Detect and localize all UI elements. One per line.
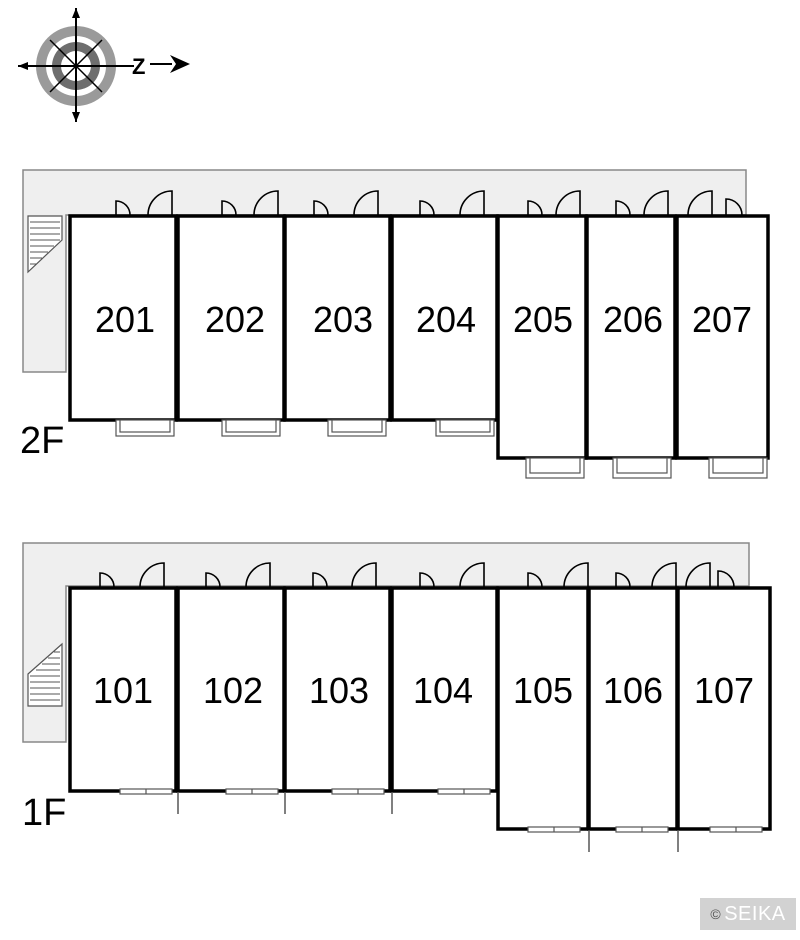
partition-ticks bbox=[177, 792, 679, 852]
door-icons bbox=[99, 562, 735, 588]
unit-label: 102 bbox=[203, 670, 263, 711]
unit-label: 204 bbox=[416, 299, 476, 340]
unit-label: 101 bbox=[93, 670, 153, 711]
door-icons bbox=[115, 190, 743, 216]
unit-label: 202 bbox=[205, 299, 265, 340]
unit-label: 205 bbox=[513, 299, 573, 340]
unit-label: 206 bbox=[603, 299, 663, 340]
north-arrow-icon bbox=[170, 55, 190, 73]
unit-label: 207 bbox=[692, 299, 752, 340]
compass-north-label: Z bbox=[132, 54, 145, 79]
unit-label: 105 bbox=[513, 670, 573, 711]
unit-label: 201 bbox=[95, 299, 155, 340]
floor-label: 2F bbox=[20, 420, 64, 462]
unit-101 bbox=[68, 586, 178, 793]
stairs-icon bbox=[27, 215, 63, 274]
copyright-badge: © SEIKA bbox=[700, 898, 796, 930]
compass-icon: Z bbox=[18, 8, 190, 122]
unit-107 bbox=[676, 586, 772, 831]
unit-201 bbox=[68, 214, 178, 422]
unit-label: 107 bbox=[694, 670, 754, 711]
walkway bbox=[22, 169, 747, 373]
unit-label: 203 bbox=[313, 299, 373, 340]
unit-204 bbox=[390, 214, 499, 422]
unit-202 bbox=[176, 214, 286, 422]
copyright-text: SEIKA bbox=[724, 902, 786, 925]
unit-label: 103 bbox=[309, 670, 369, 711]
floor-label: 1F bbox=[22, 792, 66, 834]
floor-2f: 201 202 203 204 205 206 207 2F bbox=[20, 169, 770, 479]
copyright-symbol: © bbox=[710, 906, 722, 922]
unit-label: 104 bbox=[413, 670, 473, 711]
unit-103 bbox=[283, 586, 392, 793]
balconies bbox=[115, 419, 768, 479]
floor-1f: 101 102 103 104 105 106 107 1F bbox=[22, 542, 772, 852]
unit-label: 106 bbox=[603, 670, 663, 711]
windows bbox=[119, 788, 763, 833]
unit-207 bbox=[675, 214, 770, 460]
stairs-icon bbox=[27, 642, 63, 707]
unit-206 bbox=[585, 214, 677, 460]
unit-203 bbox=[283, 214, 392, 422]
